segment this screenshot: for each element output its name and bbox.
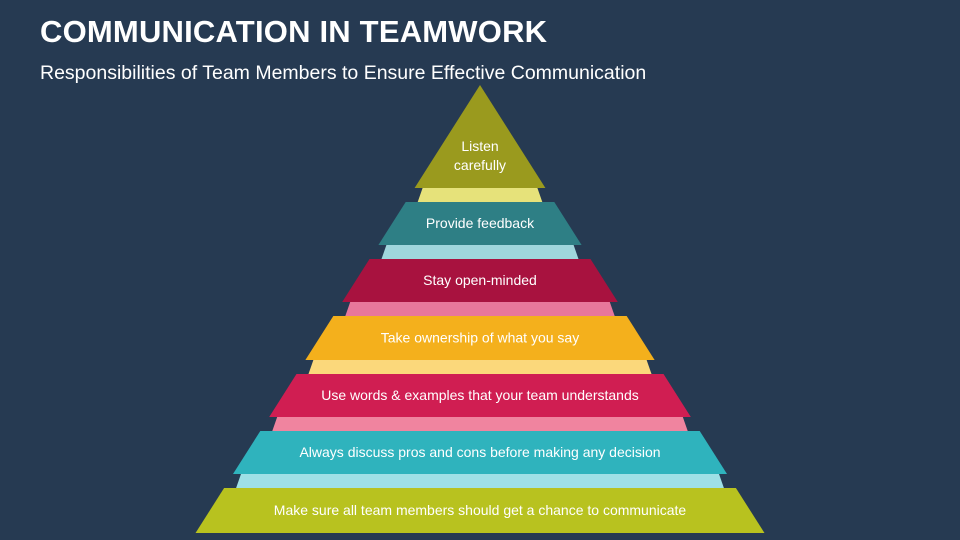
pyramid-level-edge	[417, 188, 543, 202]
pyramid-level-label: Stay open-minded	[423, 272, 537, 288]
pyramid-level-face	[305, 316, 655, 360]
pyramid-level-label: Use words & examples that your team unde…	[321, 387, 639, 403]
pyramid-level-face	[232, 431, 728, 474]
pyramid-level-1: Listen carefully	[414, 85, 546, 202]
pyramid-level-edge	[236, 474, 724, 488]
pyramid-level-label: Always discuss pros and cons before maki…	[299, 444, 660, 460]
pyramid-level-3: Stay open-minded	[342, 259, 618, 316]
pyramid-level-edge	[272, 417, 688, 431]
pyramid-level-face	[414, 85, 546, 188]
pyramid-level-label: Listen	[461, 138, 498, 154]
pyramid-level-face	[378, 202, 582, 245]
pyramid-level-label: Take ownership of what you say	[381, 330, 579, 346]
pyramid-level-2: Provide feedback	[378, 202, 582, 259]
slide-subtitle: Responsibilities of Team Members to Ensu…	[40, 62, 647, 84]
pyramid-level-face	[195, 488, 765, 533]
pyramid-level-4: Take ownership of what you say	[305, 316, 655, 374]
pyramid-level-edge	[345, 302, 615, 316]
pyramid-level-face	[342, 259, 618, 302]
pyramid-level-label: Make sure all team members should get a …	[274, 502, 687, 518]
pyramid-level-6: Always discuss pros and cons before maki…	[232, 431, 728, 488]
pyramid-level-label: Provide feedback	[426, 215, 535, 231]
pyramid-level-5: Use words & examples that your team unde…	[269, 374, 691, 431]
pyramid-level-edge	[381, 245, 579, 259]
pyramid-level-7: Make sure all team members should get a …	[195, 488, 765, 533]
pyramid-level-edge	[308, 360, 652, 374]
slide-title: COMMUNICATION IN TEAMWORK	[40, 14, 548, 49]
pyramid-level-label: carefully	[454, 157, 506, 173]
pyramid-level-face	[269, 374, 691, 417]
